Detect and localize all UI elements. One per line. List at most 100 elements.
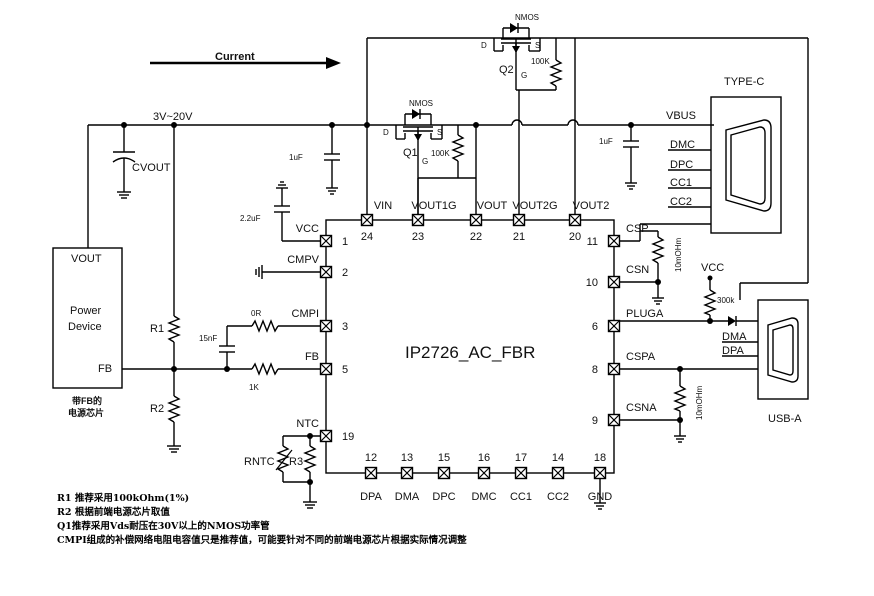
pin-number: 22	[470, 231, 482, 243]
pin-name: DPC	[432, 491, 455, 503]
pin-number: 23	[412, 231, 424, 243]
pin-name: VIN	[374, 200, 392, 212]
note-line: CMPI组成的补偿网络电阻电容值只是推荐值，可能要针对不同的前端电源芯片根据实际…	[57, 535, 467, 546]
cmpv-ground	[255, 265, 326, 279]
pin-name: VOUT2G	[512, 200, 557, 212]
typec-cc2: CC2	[670, 196, 692, 208]
pin-name: VOUT1G	[411, 200, 456, 212]
power-device-fb: FB	[98, 363, 112, 375]
pin-number: 3	[342, 321, 348, 333]
pin-number: 20	[569, 231, 581, 243]
junction-dot	[655, 279, 661, 285]
pin-name: CC2	[547, 491, 569, 503]
fb-note-line1: 带FB的	[72, 395, 102, 406]
junction-dot	[307, 479, 313, 485]
current-label: Current	[215, 51, 255, 63]
pin-name: DPA	[360, 491, 382, 503]
q2-name: Q2	[499, 64, 514, 76]
typec-cc1: CC1	[670, 177, 692, 189]
pin-name: CMPI	[292, 308, 320, 320]
pin-number: 9	[592, 415, 598, 427]
pin-number: 2	[342, 267, 348, 279]
pin-number: 6	[592, 321, 598, 333]
pin-name: VOUT2	[573, 200, 610, 212]
design-notes: R1 推荐采用100kOhm(1%) R2 根据前端电源芯片取值 Q1推荐采用V…	[57, 492, 467, 548]
junction-dot	[707, 318, 713, 324]
vcc-top-label: VCC	[701, 262, 724, 274]
c1u-left-label: 1uF	[289, 153, 303, 162]
pin-number: 19	[342, 431, 354, 443]
r10m-bot-label: 10mOHm	[695, 385, 704, 420]
vbus-capacitor	[623, 125, 639, 190]
pin-number: 15	[438, 452, 450, 464]
pin-number: 14	[552, 452, 564, 464]
fb-note-line2: 电源芯片	[68, 407, 104, 418]
pin-2: 2 CMPV	[287, 254, 348, 279]
pin-name: DMA	[395, 491, 420, 503]
pin-name: PLUGA	[626, 308, 664, 320]
c1u-right-label: 1uF	[599, 137, 613, 146]
q2-g: G	[521, 71, 527, 80]
junction-dot	[224, 366, 230, 372]
junction-dot	[364, 122, 370, 128]
chip-pins: 1VCC2CMPV3CMPI5FB19NTC24VIN23VOUT1G22VOU…	[287, 200, 664, 503]
pin-number: 17	[515, 452, 527, 464]
r1-label: R1	[150, 323, 164, 335]
cvout-label: CVOUT	[132, 162, 171, 174]
fb-network	[174, 319, 326, 376]
vin-capacitor	[324, 125, 340, 195]
pin-3: 3 CMPI	[292, 308, 349, 333]
q2-type: NMOS	[515, 13, 539, 22]
pin-6: 6 PLUGA	[592, 308, 664, 333]
typec-dpc: DPC	[670, 159, 693, 171]
typec-title: TYPE-C	[724, 76, 764, 88]
rntc-label: RNTC	[244, 456, 275, 468]
vcc-capacitor	[274, 181, 326, 242]
power-device-line2: Device	[68, 321, 102, 333]
r2-label: R2	[150, 403, 164, 415]
q2-d: D	[481, 41, 487, 50]
junction-dot	[677, 366, 683, 372]
typec-dmc: DMC	[670, 139, 695, 151]
q1-resistor: 100K	[431, 149, 450, 158]
q2-s: S	[535, 41, 540, 50]
pin-number: 10	[586, 277, 598, 289]
q2-nmos	[493, 23, 576, 220]
power-device-line1: Power	[70, 305, 102, 317]
junction-dot	[677, 417, 683, 423]
note-line: R2 根据前端电源芯片取值	[57, 507, 170, 518]
current-arrowhead	[326, 57, 341, 69]
q1-type: NMOS	[409, 99, 433, 108]
q1-g: G	[422, 157, 428, 166]
usba-dpa: DPA	[722, 345, 744, 357]
pin-name: CC1	[510, 491, 532, 503]
r3-label: R3	[289, 456, 303, 468]
r1-r2-divider	[122, 125, 181, 453]
pin-number: 24	[361, 231, 373, 243]
pin-5: 5FB	[305, 351, 348, 376]
pin-name: CMPV	[287, 254, 319, 266]
vin-range-label: 3V~20V	[153, 111, 193, 123]
pin-number: 18	[594, 452, 606, 464]
pin-name: VCC	[296, 223, 319, 235]
typec-connector	[640, 96, 782, 234]
junction-dot	[707, 275, 713, 281]
bus-wires	[88, 37, 809, 300]
pluga-network	[614, 278, 758, 326]
c15n-label: 15nF	[199, 334, 217, 343]
pin-number: 5	[342, 364, 348, 376]
pin-number: 13	[401, 452, 413, 464]
note-line: Q1推荐采用Vds耐压在30V以上的NMOS功率管	[57, 521, 270, 532]
